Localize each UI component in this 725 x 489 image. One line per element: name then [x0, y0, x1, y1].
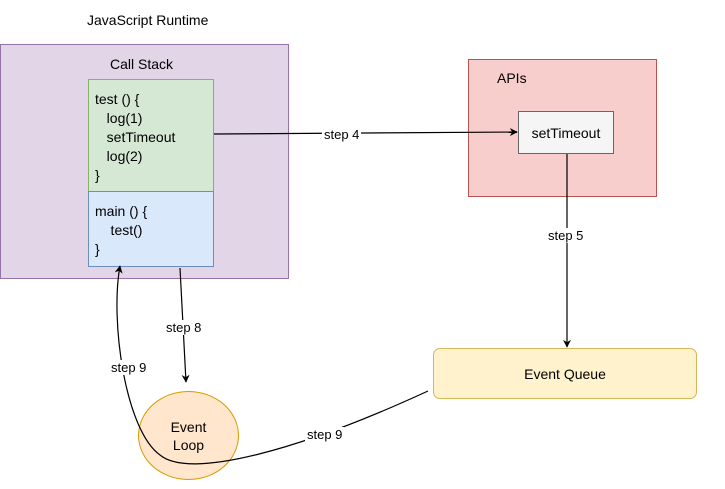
event-loop-label-line1: Event [170, 418, 207, 435]
event-loop-circle[interactable]: Event Loop [138, 391, 239, 480]
apis-title: APIs [497, 70, 527, 86]
main-frame-code: main () { test() } [95, 203, 148, 257]
edge-step9-arrow [114, 265, 429, 465]
event-loop-label-line2: Loop [172, 436, 205, 453]
step5-label: step 5 [546, 228, 586, 243]
test-function-frame[interactable]: test () { log(1) setTimeout log(2) } [88, 79, 214, 192]
step9-left-label: step 9 [109, 360, 149, 375]
event-queue-box[interactable]: Event Queue [433, 348, 697, 399]
settimeout-api-label: setTimeout [531, 124, 601, 141]
event-queue-label: Event Queue [524, 365, 606, 382]
step4-label: step 4 [322, 127, 362, 142]
runtime-title: JavaScript Runtime [87, 12, 209, 28]
test-frame-code: test () { log(1) setTimeout log(2) } [95, 91, 176, 183]
step8-label: step 8 [164, 320, 204, 335]
settimeout-api-box[interactable]: setTimeout [518, 111, 614, 154]
main-function-frame[interactable]: main () { test() } [88, 191, 214, 267]
edge-step4-arrow [213, 128, 518, 137]
step9-bottom-label: step 9 [305, 427, 345, 442]
call-stack-title: Call Stack [110, 56, 174, 72]
